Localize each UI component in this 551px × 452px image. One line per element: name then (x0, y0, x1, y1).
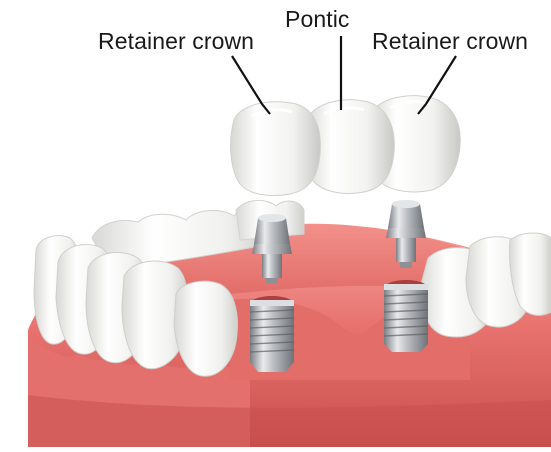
implant-right (383, 200, 429, 352)
bridge (230, 95, 461, 197)
label-retainer-crown-right: Retainer crown (372, 28, 529, 54)
leader-line-left (231, 55, 271, 115)
leader-line-right (417, 55, 457, 115)
label-pontic: Pontic (285, 6, 350, 32)
teeth-right (419, 232, 551, 338)
label-retainer-crown-left: Retainer crown (98, 28, 255, 54)
leader-lines (231, 36, 457, 115)
front-teeth-left (33, 235, 238, 377)
implant-left (249, 214, 295, 372)
